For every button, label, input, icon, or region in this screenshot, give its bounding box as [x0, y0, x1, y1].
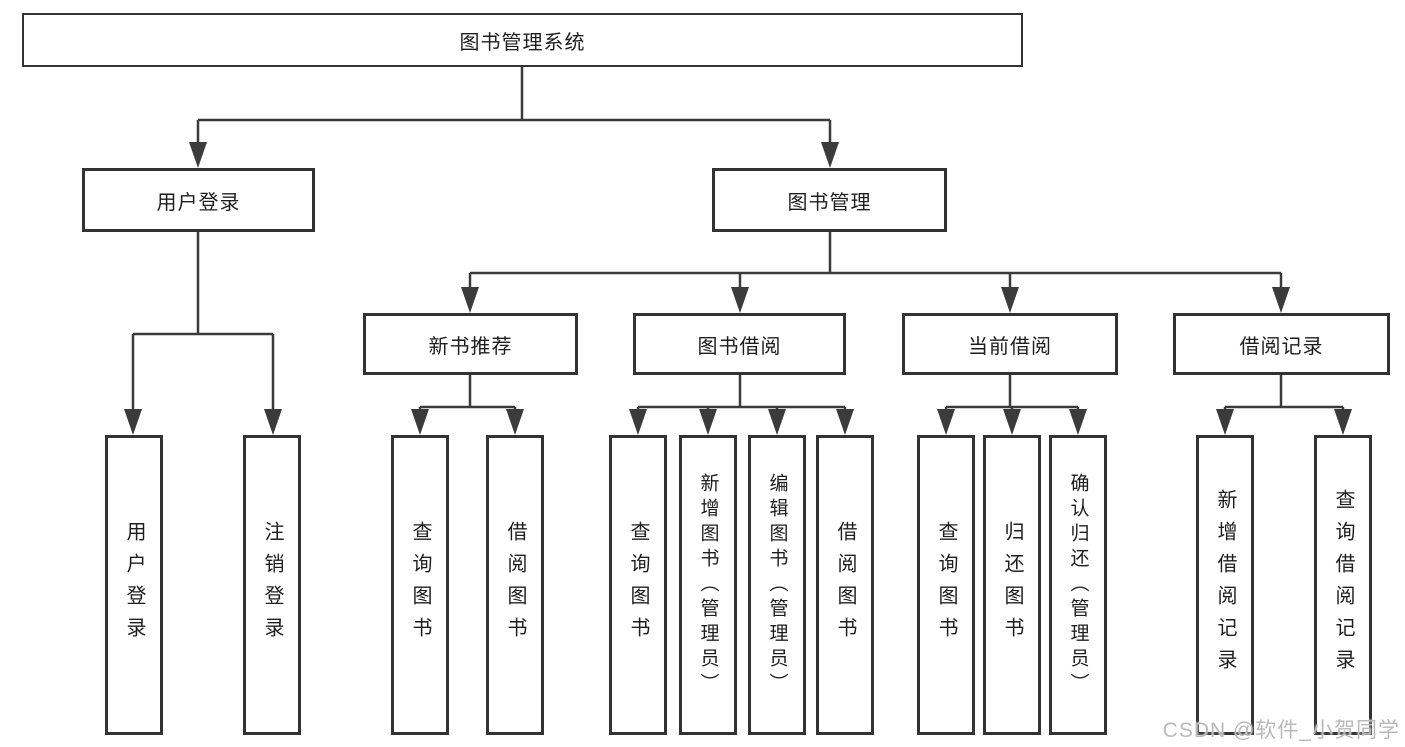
leaf-borrow-edit-books-admin-label: 编辑图书（管理员） — [766, 472, 788, 698]
leaf-recommend-query-books: 查询图书 — [391, 435, 449, 735]
leaf-borrow-query-books-label: 查询图书 — [627, 521, 649, 649]
leaf-login-logout-label: 注销登录 — [261, 521, 283, 649]
leaf-borrow-borrow-books-label: 借阅图书 — [834, 521, 856, 649]
csdn-watermark: CSDN @软件_小贺同学 — [1162, 719, 1400, 742]
leaf-current-query-books-label: 查询图书 — [935, 521, 957, 649]
node-new-book-recommendation-label: 新书推荐 — [428, 335, 513, 358]
leaf-records-query-borrow-record-label: 查询借阅记录 — [1332, 489, 1354, 681]
node-user-login: 用户登录 — [82, 168, 315, 232]
node-borrowing-records: 借阅记录 — [1173, 313, 1390, 375]
node-root-system: 图书管理系统 — [22, 13, 1023, 67]
leaf-current-return-books-label: 归还图书 — [1001, 521, 1023, 649]
node-borrowing-records-label: 借阅记录 — [1239, 335, 1324, 358]
node-new-book-recommendation: 新书推荐 — [363, 313, 578, 375]
leaf-login-user-login-label: 用户登录 — [123, 521, 145, 649]
node-current-borrowing: 当前借阅 — [902, 313, 1118, 375]
node-book-management: 图书管理 — [712, 168, 947, 232]
node-current-borrowing-label: 当前借阅 — [968, 335, 1052, 358]
node-user-login-label: 用户登录 — [156, 191, 241, 214]
leaf-recommend-borrow-books-label: 借阅图书 — [504, 521, 526, 649]
node-book-borrowing-label: 图书借阅 — [697, 335, 782, 358]
node-book-management-label: 图书管理 — [787, 191, 872, 214]
leaf-borrow-add-books-admin-label: 新增图书（管理员） — [697, 472, 719, 698]
leaf-recommend-borrow-books: 借阅图书 — [486, 435, 544, 735]
leaf-borrow-add-books-admin: 新增图书（管理员） — [679, 435, 737, 735]
leaf-current-confirm-return-admin: 确认归还（管理员） — [1049, 435, 1107, 735]
node-book-borrowing: 图书借阅 — [633, 313, 846, 375]
leaf-records-query-borrow-record: 查询借阅记录 — [1314, 435, 1372, 735]
leaf-login-logout: 注销登录 — [243, 435, 301, 735]
leaf-login-user-login: 用户登录 — [105, 435, 163, 735]
leaf-borrow-edit-books-admin: 编辑图书（管理员） — [748, 435, 806, 735]
leaf-records-add-borrow-record: 新增借阅记录 — [1196, 435, 1254, 735]
leaf-current-return-books: 归还图书 — [983, 435, 1041, 735]
leaf-recommend-query-books-label: 查询图书 — [409, 521, 431, 649]
leaf-records-add-borrow-record-label: 新增借阅记录 — [1214, 489, 1236, 681]
leaf-borrow-query-books: 查询图书 — [609, 435, 667, 735]
leaf-current-query-books: 查询图书 — [917, 435, 975, 735]
leaf-current-confirm-return-admin-label: 确认归还（管理员） — [1067, 472, 1089, 698]
leaf-borrow-borrow-books: 借阅图书 — [816, 435, 874, 735]
node-root-system-label: 图书管理系统 — [459, 31, 586, 54]
